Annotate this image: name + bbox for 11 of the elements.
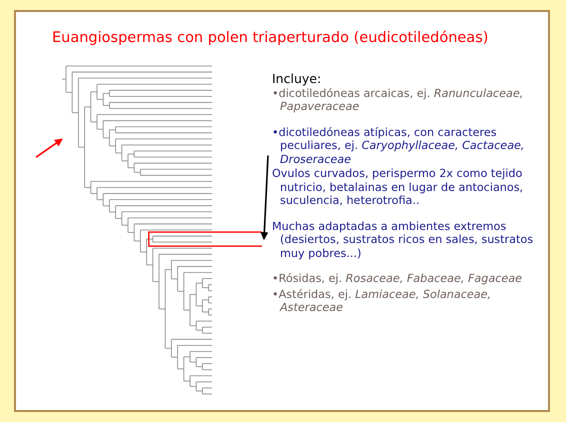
bullet-text: •dicotiledóneas atípicas, con caracteres peculiares, ej. Caryophyllaceae, Cactaceae, Droseraceae [272,126,544,166]
arrow [260,155,269,240]
highlight-box [148,231,262,247]
arrow [36,138,63,158]
bullet-text: •dicotiledóneas arcaicas, ej. Ranunculaceae, Papaveraceae [272,86,524,114]
bullet-text: •Astéridas, ej. Lamiaceae, Solanaceae, Asteraceae [272,288,492,314]
description-text: Ovulos curvados, perispermo 2x como tejido nutricio, betalainas en lugar de antocianos, suculencia, heterotrofia.. [272,167,524,208]
slide-title: Euangiospermas con polen triaperturado (eudicotiledóneas) [52,30,488,46]
bullet-text: •Rósidas, ej. Rosaceae, Fabaceae, Fagaceae [272,272,523,286]
heading-text: Incluye: [272,72,322,86]
description-text: Muchas adaptadas a ambientes extremos (desiertos, sustratos ricos en sales, sustratos muy pobres...) [272,220,534,260]
